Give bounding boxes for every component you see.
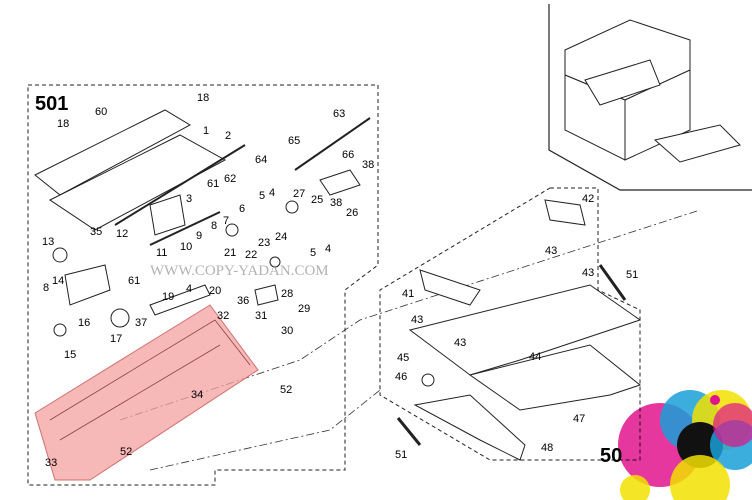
part-label-4: 4 bbox=[325, 243, 331, 255]
group-501-boundary bbox=[27, 84, 379, 486]
part-label-31: 31 bbox=[255, 310, 267, 322]
part-label-4: 4 bbox=[269, 187, 275, 199]
part-label-28: 28 bbox=[281, 288, 293, 300]
part-label-7: 7 bbox=[223, 215, 229, 227]
part-label-60: 60 bbox=[95, 106, 107, 118]
part-label-34: 34 bbox=[191, 389, 203, 401]
part-label-17: 17 bbox=[110, 333, 122, 345]
part-label-48: 48 bbox=[541, 442, 553, 454]
copier-inset bbox=[548, 4, 752, 191]
part-label-19: 19 bbox=[162, 291, 174, 303]
part-label-22: 22 bbox=[245, 249, 257, 261]
part-label-18: 18 bbox=[57, 118, 69, 130]
part-label-33: 33 bbox=[45, 457, 57, 469]
part-label-63: 63 bbox=[333, 108, 345, 120]
part-label-27: 27 bbox=[293, 188, 305, 200]
part-label-43: 43 bbox=[545, 245, 557, 257]
part-label-43: 43 bbox=[454, 337, 466, 349]
part-label-46: 46 bbox=[395, 371, 407, 383]
part-label-13: 13 bbox=[42, 236, 54, 248]
watermark-text: WWW.COPY-YADAN.COM bbox=[150, 263, 329, 279]
part-label-38: 38 bbox=[362, 159, 374, 171]
part-label-32: 32 bbox=[217, 310, 229, 322]
part-label-11: 11 bbox=[156, 247, 167, 259]
part-label-16: 16 bbox=[78, 317, 90, 329]
part-label-62: 62 bbox=[224, 173, 236, 185]
part-label-29: 29 bbox=[298, 303, 310, 315]
housing-edge bbox=[59, 344, 221, 441]
part-label-12: 12 bbox=[116, 228, 128, 240]
assembly-line bbox=[119, 209, 701, 421]
part-label-30: 30 bbox=[281, 325, 293, 337]
part-label-26: 26 bbox=[346, 207, 358, 219]
part-label-3: 3 bbox=[186, 193, 192, 205]
part-label-24: 24 bbox=[275, 231, 287, 243]
part-label-15: 15 bbox=[64, 349, 76, 361]
part-label-61: 61 bbox=[128, 275, 140, 287]
part-label-9: 9 bbox=[196, 230, 202, 242]
part-label-10: 10 bbox=[180, 241, 192, 253]
group-label-50: 50 bbox=[600, 445, 622, 467]
part-label-37: 37 bbox=[135, 317, 147, 329]
part-label-42: 42 bbox=[582, 193, 594, 205]
part-label-43: 43 bbox=[411, 314, 423, 326]
group-label-501: 501 bbox=[35, 93, 68, 115]
part-label-65: 65 bbox=[288, 135, 300, 147]
part-label-23: 23 bbox=[258, 237, 270, 249]
part-label-61: 61 bbox=[207, 178, 219, 190]
part-label-18: 18 bbox=[197, 92, 209, 104]
housing-edge bbox=[49, 319, 251, 421]
part-label-44: 44 bbox=[529, 351, 541, 363]
part-shapes bbox=[34, 109, 642, 461]
part-label-47: 47 bbox=[573, 413, 585, 425]
part-label-51: 51 bbox=[395, 449, 407, 461]
part-label-52: 52 bbox=[280, 384, 292, 396]
part-label-5: 5 bbox=[310, 247, 316, 259]
part-label-64: 64 bbox=[255, 154, 267, 166]
part-label-38: 38 bbox=[330, 197, 342, 209]
part-label-35: 35 bbox=[90, 226, 102, 238]
part-label-52: 52 bbox=[120, 446, 132, 458]
part-label-14: 14 bbox=[52, 275, 64, 287]
part-label-51: 51 bbox=[626, 269, 638, 281]
part-label-6: 6 bbox=[239, 203, 245, 215]
part-label-8: 8 bbox=[43, 282, 49, 294]
part-label-36: 36 bbox=[237, 295, 249, 307]
part-label-45: 45 bbox=[397, 352, 409, 364]
part-label-5: 5 bbox=[259, 190, 265, 202]
part-label-8: 8 bbox=[211, 220, 217, 232]
part-label-66: 66 bbox=[342, 149, 354, 161]
part-label-2: 2 bbox=[225, 130, 231, 142]
part-label-4: 4 bbox=[186, 283, 192, 295]
cmyk-circles-logo bbox=[618, 390, 752, 500]
part-label-1: 1 bbox=[203, 125, 209, 137]
assembly-line bbox=[149, 389, 381, 471]
part-label-21: 21 bbox=[224, 247, 236, 259]
part-label-20: 20 bbox=[209, 285, 221, 297]
highlighted-part-33 bbox=[34, 304, 259, 481]
part-label-25: 25 bbox=[311, 194, 323, 206]
part-label-41: 41 bbox=[402, 288, 414, 300]
part-label-43: 43 bbox=[582, 267, 594, 279]
